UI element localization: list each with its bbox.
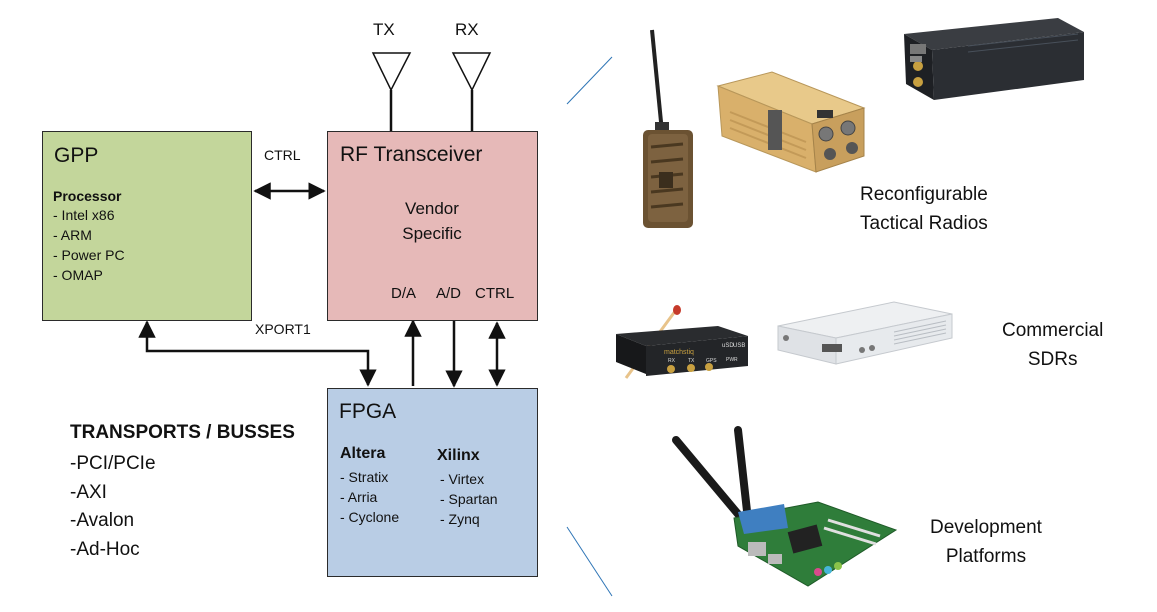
vendor-line-1: Vendor: [405, 199, 459, 218]
xilinx-item: - Spartan: [440, 491, 498, 507]
transport-item: -Ad-Hoc: [70, 539, 140, 560]
tactical-caption-line: Tactical Radios: [860, 213, 988, 234]
callout-line-top: [566, 56, 613, 105]
commercial-caption-line: Commercial: [1002, 320, 1104, 341]
matchstiq-brand: matchstiq: [664, 349, 694, 356]
development-caption-line: Platforms: [945, 546, 1027, 567]
gpp-title: GPP: [54, 144, 99, 167]
xilinx-heading: Xilinx: [437, 447, 480, 464]
altera-item: - Stratix: [340, 469, 389, 485]
development-caption-line: Development: [930, 517, 1042, 538]
processor-item: - OMAP: [53, 267, 103, 283]
altera-heading: Altera: [340, 445, 386, 462]
port-ad: A/D: [436, 285, 462, 302]
transport-item: -PCI/PCIe: [70, 453, 156, 474]
port-ctrl: CTRL: [475, 285, 515, 302]
rf-title: RF Transceiver: [340, 143, 483, 166]
rx-label: RX: [455, 20, 479, 39]
tactical-radios-caption: Reconfigurable Tactical Radios: [860, 180, 988, 238]
xilinx-item: - Virtex: [440, 471, 485, 487]
xilinx-item: - Zynq: [440, 511, 480, 527]
processor-item: - ARM: [53, 227, 92, 243]
callout-line-bottom: [566, 526, 613, 597]
processor-heading: Processor: [53, 188, 122, 204]
tx-label: TX: [373, 20, 395, 39]
usd-label: uSD: [722, 343, 734, 349]
vehicle-radio-image: [904, 18, 1084, 100]
fpga-title: FPGA: [339, 400, 397, 423]
matchstiq-sdr-image: matchstiq uSD USB RX TX GPS PWR: [616, 305, 748, 379]
dev-board-image: [672, 426, 898, 587]
transport-item: -Avalon: [70, 510, 135, 531]
rackmount-sdr-image: [777, 301, 953, 365]
processor-item: - Power PC: [53, 247, 125, 263]
tx-antenna: [371, 52, 412, 131]
commercial-caption-line: SDRs: [1027, 349, 1078, 370]
development-platforms-caption: Development Platforms: [930, 513, 1042, 571]
vendor-line-2: Specific: [402, 224, 462, 243]
processor-item: - Intel x86: [53, 207, 115, 223]
altera-item: - Cyclone: [340, 509, 400, 525]
ctrl-link-label: CTRL: [264, 147, 301, 163]
handheld-radio-image: [643, 29, 693, 228]
commercial-sdrs-caption: Commercial SDRs: [1002, 316, 1103, 374]
tx-port-label: TX: [688, 358, 695, 364]
gps-port-label: GPS: [706, 358, 717, 364]
usb-label: USB: [733, 343, 745, 349]
port-da: D/A: [391, 285, 417, 302]
transport-item: -AXI: [70, 482, 107, 503]
rx-antenna: [451, 52, 492, 131]
xport1-arrow: [138, 320, 377, 387]
pwr-label: PWR: [726, 357, 738, 363]
tactical-caption-line: Reconfigurable: [860, 184, 988, 205]
fpga-block: FPGA Altera - Stratix - Arria - Cyclone …: [327, 388, 538, 577]
rf-transceiver-block: RF Transceiver Vendor Specific D/A A/D C…: [327, 131, 538, 321]
xport1-label: XPORT1: [255, 321, 311, 337]
gpp-block: GPP Processor - Intel x86 - ARM - Power …: [42, 131, 252, 321]
transports-heading: TRANSPORTS / BUSSES: [70, 422, 295, 443]
manpack-radio-image: [716, 71, 866, 173]
rx-port-label: RX: [668, 358, 676, 364]
altera-item: - Arria: [340, 489, 378, 505]
